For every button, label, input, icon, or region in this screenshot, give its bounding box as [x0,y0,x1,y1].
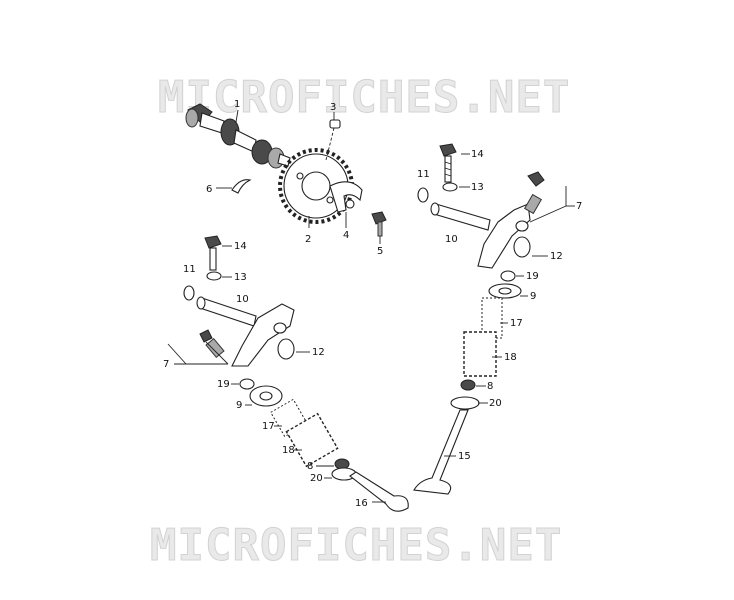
leader-lines [167,109,575,503]
bolt-lower-left [204,235,222,271]
decompressor-plate [329,181,363,213]
rocker-arm-upper [477,171,545,269]
sprocket-bolt [371,211,387,237]
cap-19-right [500,270,516,282]
seal-8-left [334,458,350,470]
valve-15 [413,409,469,495]
callout-19-right: 19 [526,271,539,282]
callout-14-upper: 14 [471,149,484,160]
camshaft [185,103,291,169]
outer-spring-18-left [285,412,339,468]
callout-11-upper: 11 [417,169,430,180]
washer-12-upper [513,236,531,258]
callout-10-lower: 10 [236,294,249,305]
callout-9-right: 9 [530,291,536,302]
washer-12-lower [277,338,295,360]
watermark-bottom: MICROFICHES.NET [150,520,562,571]
washer-13-upper [442,182,458,192]
watermark-top: MICROFICHES.NET [158,72,570,123]
seat-20-right [450,396,480,410]
callout-labels: 1 2 3 4 5 6 7 7 8 8 9 9 10 10 11 11 12 1… [163,99,582,509]
callout-2: 2 [305,234,311,245]
dowel-pin [329,119,341,129]
callout-9-left: 9 [236,400,242,411]
callout-11-lower: 11 [183,264,196,275]
callout-10-upper: 10 [445,234,458,245]
callout-20-left: 20 [310,473,323,484]
callout-14-lower: 14 [234,241,247,252]
callout-18-left: 18 [282,445,295,456]
callout-8-right: 8 [487,381,493,392]
washer-13-lower [206,271,222,281]
callout-1: 1 [234,99,240,110]
callout-7-left: 7 [163,359,169,370]
callout-6: 6 [206,184,212,195]
seal-8-right [460,379,476,391]
callout-7-right: 7 [576,201,582,212]
rocker-shaft-upper [430,202,491,231]
callout-15: 15 [458,451,471,462]
callout-8-left: 8 [307,461,313,472]
rocker-arm-lower [199,303,295,367]
callout-13-lower: 13 [234,272,247,283]
retaining-clip [231,179,252,194]
callout-19-left: 19 [217,379,230,390]
cap-19-left [239,378,255,390]
o-ring-11-lower [183,285,195,301]
bolt-upper-right [439,143,457,183]
callout-20-right: 20 [489,398,502,409]
callout-5: 5 [377,246,383,257]
callout-12-upper: 12 [550,251,563,262]
retainer-9-right [488,283,522,299]
o-ring-11-upper [417,187,429,203]
outer-spring-18-right [463,331,497,377]
callout-16: 16 [355,498,368,509]
rocker-shaft-lower [196,296,257,327]
callout-13-upper: 13 [471,182,484,193]
retainer-9-left [249,385,283,407]
callout-18-right: 18 [504,352,517,363]
callout-17-left: 17 [262,421,275,432]
callout-3: 3 [330,102,336,113]
callout-17-right: 17 [510,318,523,329]
valve-16 [349,471,409,512]
callout-4: 4 [343,230,349,241]
callout-12-lower: 12 [312,347,325,358]
